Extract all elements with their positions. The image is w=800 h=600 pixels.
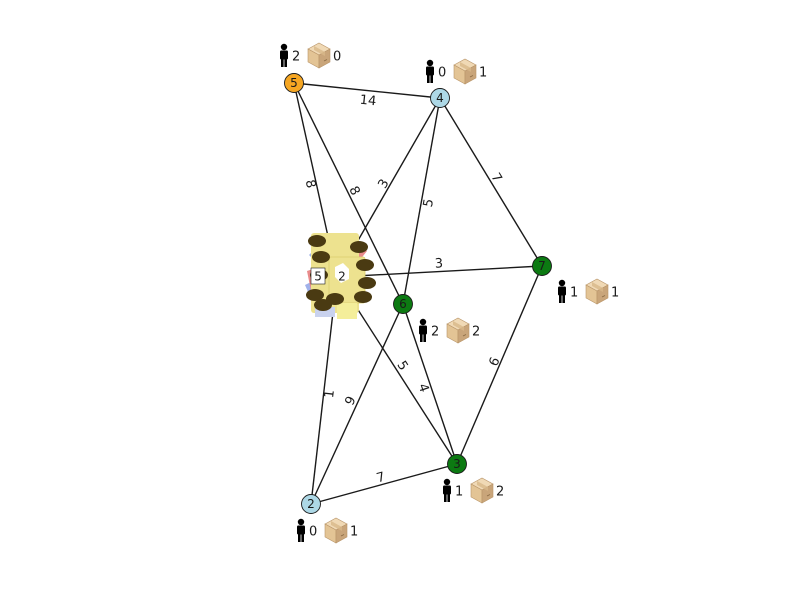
node-label: 3	[453, 457, 461, 471]
node-label: 6	[399, 297, 407, 311]
edge-n4-n6	[402, 97, 441, 305]
package-box-icon	[585, 278, 609, 305]
node-label: 7	[538, 259, 546, 273]
package-count: 1	[611, 286, 619, 301]
person-icon	[443, 478, 451, 502]
edge-hub-n7	[336, 265, 543, 278]
edge-weight-label: 9	[342, 394, 359, 408]
people-count: 1	[570, 286, 578, 301]
edge-weight-label: 3	[375, 177, 392, 192]
edge-n6-n2	[310, 303, 404, 505]
person-icon	[297, 518, 305, 542]
edge-n2-n3	[310, 463, 458, 505]
edge-weight-label: 6	[486, 355, 503, 369]
edge-weight-label: 8	[302, 178, 318, 189]
people-count: 1	[455, 485, 463, 500]
edge-weight-label: 8	[345, 184, 362, 198]
package-box-icon	[324, 517, 348, 544]
person-icon	[280, 43, 288, 67]
people-count: 0	[438, 66, 446, 81]
node-circle[interactable]	[284, 73, 304, 93]
package-box-icon	[446, 317, 470, 344]
edge-weight-label: 5	[393, 358, 410, 373]
package-count: 2	[496, 485, 504, 500]
edge-weight-label: 1	[322, 389, 338, 399]
edge-n7-n3	[456, 265, 543, 465]
hub-node-label: 5	[314, 270, 322, 284]
package-count: 2	[472, 325, 480, 340]
node-circle[interactable]	[447, 454, 467, 474]
node-circle[interactable]	[301, 494, 321, 514]
package-count: 1	[479, 66, 487, 81]
node-label: 2	[307, 497, 315, 511]
package-box-icon	[453, 58, 477, 85]
person-icon	[419, 318, 427, 342]
node-circle[interactable]	[532, 256, 552, 276]
edge-weight-label: 14	[359, 93, 377, 110]
edge-n5-n4	[293, 82, 441, 99]
node-label: 5	[290, 76, 298, 90]
node-circle[interactable]	[430, 88, 450, 108]
edge-weight-label: 3	[434, 256, 443, 271]
edge-n5-n6	[293, 82, 404, 305]
people-count: 2	[431, 325, 439, 340]
person-icon	[426, 59, 434, 83]
edge-n4-n7	[439, 97, 543, 267]
edge-weight-label: 7	[487, 171, 504, 186]
package-count: 1	[350, 525, 358, 540]
package-box-icon	[307, 42, 331, 69]
hub-count-label: 2	[338, 270, 346, 284]
person-icon	[558, 279, 566, 303]
people-count: 0	[309, 525, 317, 540]
people-count: 2	[292, 50, 300, 65]
edge-weight-label: 4	[415, 382, 432, 395]
edge-weight-label: 5	[421, 198, 437, 209]
node-circle[interactable]	[393, 294, 413, 314]
package-count: 0	[333, 50, 341, 65]
node-label: 4	[436, 91, 444, 105]
edge-weight-label: 7	[375, 470, 387, 487]
edge-n6-n3	[402, 303, 458, 465]
package-box-icon	[470, 477, 494, 504]
